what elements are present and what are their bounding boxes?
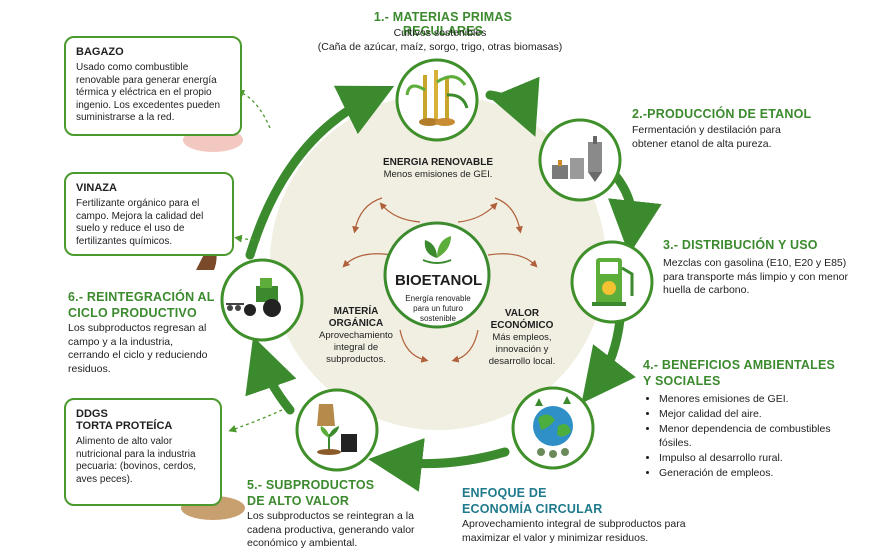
ddgs-title-line2: TORTA PROTEÍCA: [76, 420, 173, 432]
benefit-item: Menor dependencia de combustibles fósile…: [659, 422, 843, 450]
energia-label: ENERGIA RENOVABLE Menos emisiones de GEI…: [378, 157, 498, 181]
step2-text: Fermentación y destilación para obtener …: [632, 124, 781, 150]
step1-line1: Cultivos sostenibles: [393, 27, 487, 39]
benefit-item: Menores emisiones de GEI.: [659, 392, 843, 406]
benefit-item: Mejor calidad del aire.: [659, 407, 843, 421]
materia-title-line1: MATERÍA: [333, 306, 379, 317]
circular-title-line1: ENFOQUE DE: [462, 486, 547, 500]
circular-title-line2: ECONOMÍA CIRCULAR: [462, 502, 603, 516]
bagazo-box: BAGAZO Usado como combustible renovable …: [64, 36, 242, 136]
step6-text: Los subproductos regresan al campo y a l…: [68, 322, 208, 375]
arrow-6-1: [245, 85, 395, 260]
ddgs-box: DDGS TORTA PROTEÍCA Alimento de alto val…: [64, 398, 222, 506]
bioetanol-circle: [383, 221, 491, 329]
dashed-arrow-bagazo: [236, 90, 271, 129]
materia-text: Aprovechamiento integral de subproductos…: [319, 330, 393, 365]
step5-title-line2: DE ALTO VALOR: [247, 494, 350, 508]
bagazo-text: Usado como combustible renovable para ge…: [76, 62, 221, 123]
dashed-arrow-ddgs: [228, 409, 283, 433]
ddgs-title-line1: DDGS: [76, 408, 108, 420]
step1-line2: (Caña de azúcar, maíz, sorgo, trigo, otr…: [317, 41, 563, 53]
circular-text: Aprovechamiento integral de subproductos…: [462, 518, 686, 544]
bagazo-title: BAGAZO: [76, 46, 124, 58]
vinaza-title: VINAZA: [76, 182, 117, 194]
step3-title: 3.- DISTRIBUCIÓN Y USO: [663, 238, 818, 252]
arrow-2-3: [608, 170, 662, 255]
vinaza-box: VINAZA Fertilizante orgánico para el cam…: [64, 172, 234, 256]
benefit-item: Impulso al desarrollo rural.: [659, 451, 843, 465]
bioetanol-title: BIOETANOL: [395, 272, 483, 289]
energia-title: ENERGIA RENOVABLE: [382, 157, 493, 168]
arrow-3-4: [581, 315, 636, 404]
step4-title-line1: 4.- BENEFICIOS AMBIENTALES: [643, 358, 836, 372]
step4-title-line2: Y SOCIALES: [643, 374, 721, 388]
materia-label: MATERÍA ORGÁNICA Aprovechamiento integra…: [308, 306, 404, 366]
bioetanol-subtitle: Energía renovable para un futuro sosteni…: [405, 294, 471, 323]
valor-text: Más empleos, innovación y desarrollo loc…: [488, 332, 556, 367]
arrow-1-2: [485, 76, 540, 137]
arrow-4-5: [368, 438, 510, 492]
step6-title-line2: CICLO PRODUCTIVO: [68, 306, 197, 320]
arrow-5-6: [245, 336, 297, 415]
valor-title-line2: ECONÓMICO: [490, 320, 554, 331]
step2-title: 2.-PRODUCCIÓN DE ETANOL: [632, 107, 812, 121]
vinaza-text: Fertilizante orgánico para el campo. Mej…: [76, 198, 204, 247]
dashed-arrow-vinaza: [234, 234, 261, 243]
step6-title-line1: 6.- REINTEGRACIÓN AL: [68, 290, 215, 304]
step4-benefits-list: Menores emisiones de GEI. Mejor calidad …: [643, 390, 843, 481]
leaf-icon: [422, 236, 452, 264]
benefit-item: Generación de empleos.: [659, 466, 843, 480]
energia-text: Menos emisiones de GEI.: [383, 169, 493, 180]
step3-text: Mezclas con gasolina (E10, E20 y E85) pa…: [663, 257, 848, 296]
ddgs-text: Alimento de alto valor nutricional para …: [76, 436, 197, 485]
valor-title-line1: VALOR: [504, 308, 540, 319]
step1-title: 1.- MATERIAS PRIMAS REGULARES: [373, 10, 513, 38]
step5-title-line1: 5.- SUBPRODUCTOS: [247, 478, 375, 492]
step5-text: Los subproductos se reintegran a la cade…: [247, 510, 415, 549]
valor-label: VALOR ECONÓMICO Más empleos, innovación …: [474, 308, 570, 368]
materia-title-line2: ORGÁNICA: [328, 318, 384, 329]
